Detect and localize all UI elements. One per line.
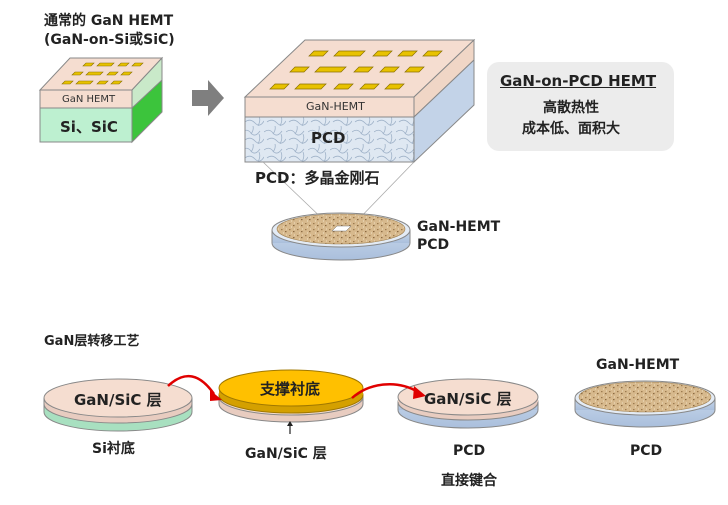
section-title: GaN层转移工艺 [44, 334, 140, 349]
info-box-title: GaN-on-PCD HEMT [500, 72, 657, 90]
wafer-step2 [218, 369, 364, 423]
wafer-step4 [574, 380, 716, 428]
step3-layer-label: GaN/SiC 层 [424, 390, 512, 408]
pcd-gan-label: GaN-HEMT [306, 100, 365, 113]
conventional-gan-label: GaN HEMT [62, 94, 116, 105]
step4-bottom-label: PCD [630, 443, 663, 459]
pcd-substrate-label: PCD [311, 129, 346, 147]
wafer-pcd-label: PCD [417, 237, 450, 253]
step2-layer-label: 支撑衬底 [260, 380, 321, 398]
info-box-line1: 高散热性 [543, 100, 599, 116]
info-box-line2: 成本低、面积大 [522, 121, 620, 137]
pcd-block [243, 38, 476, 164]
red-arrow-2-head [413, 386, 426, 399]
conventional-block [38, 56, 164, 144]
step3-process-label: 直接键合 [441, 473, 497, 489]
process-arrows [167, 374, 419, 399]
wafer-gan-label: GaN-HEMT [417, 219, 501, 235]
conventional-pads [61, 62, 144, 85]
step4-top-label: GaN-HEMT [596, 357, 680, 373]
top-wafer [271, 212, 411, 261]
step1-substrate-label: Si衬底 [92, 441, 135, 457]
conventional-substrate-label: Si、SiC [60, 118, 118, 136]
step1-layer-label: GaN/SiC 层 [74, 391, 162, 409]
red-arrow-2 [351, 383, 419, 399]
step2-bottom-label: GaN/SiC 层 [245, 446, 327, 462]
red-arrow-1-head [210, 390, 222, 401]
info-box [487, 62, 674, 151]
conventional-title-1: 通常的 GaN HEMT [44, 13, 174, 29]
red-arrow-1 [167, 374, 216, 395]
conventional-title-2: (GaN-on-Si或SiC) [44, 32, 175, 48]
pcd-caption: PCD：多晶金刚石 [255, 169, 380, 187]
pcd-pads [269, 50, 443, 90]
wafer-step3 [397, 378, 539, 429]
up-arrow-head [287, 421, 293, 426]
transition-arrow [192, 80, 224, 116]
step3-substrate-label: PCD [453, 443, 486, 459]
wafer-step1 [43, 378, 193, 432]
